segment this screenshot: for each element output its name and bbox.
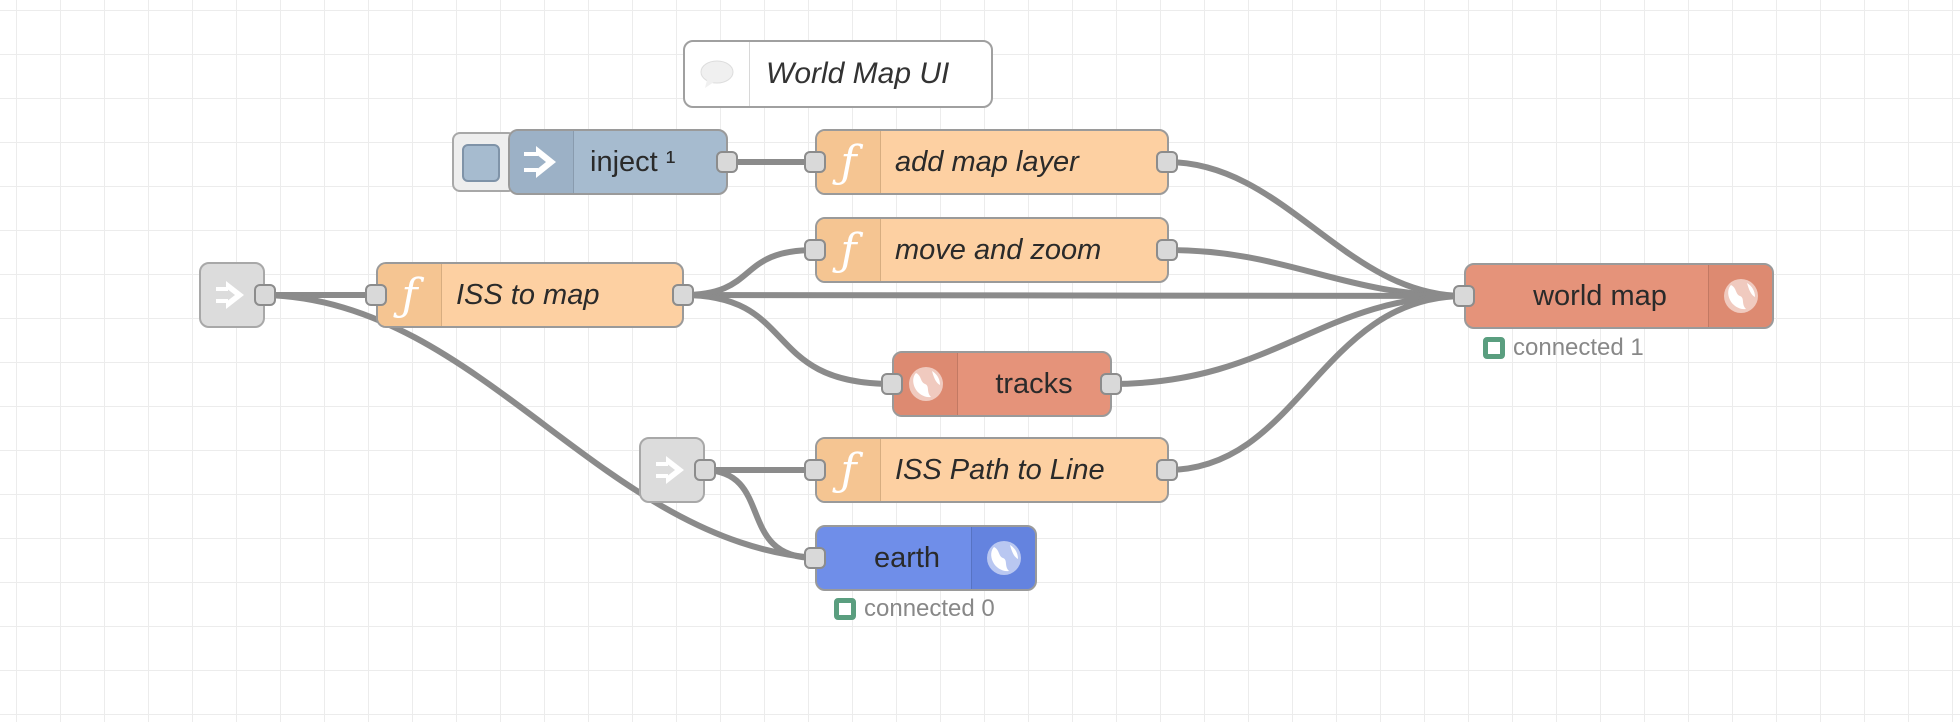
- iss-path-to-line-input-port[interactable]: [804, 459, 826, 481]
- move-and-zoom-icon-box: ƒ: [817, 219, 881, 281]
- iss-to-map-input-port[interactable]: [365, 284, 387, 306]
- move-and-zoom-node[interactable]: ƒ move and zoom: [815, 217, 1169, 283]
- comment-icon-box: [685, 42, 750, 106]
- inject-output-port[interactable]: [716, 151, 738, 173]
- add-map-layer-node[interactable]: ƒ add map layer: [815, 129, 1169, 195]
- inject-trigger-button[interactable]: [452, 132, 516, 192]
- comment-node[interactable]: World Map UI: [683, 40, 993, 108]
- status-ring-icon: [834, 598, 856, 620]
- globe-icon: [908, 367, 943, 401]
- add-map-layer-icon-box: ƒ: [817, 131, 881, 193]
- wire-add-map-layer-to-world-map[interactable]: [1164, 159, 1467, 299]
- globe-icon: [1723, 279, 1758, 313]
- wire-iss-to-map-to-world-map[interactable]: [680, 292, 1467, 299]
- iss-to-map-node[interactable]: ƒ ISS to map: [376, 262, 684, 328]
- function-icon: ƒ: [840, 444, 857, 496]
- iss-to-map-output-port[interactable]: [672, 284, 694, 306]
- tracks-node[interactable]: tracks: [892, 351, 1112, 417]
- wire-iss-to-map-to-move-and-zoom[interactable]: [680, 247, 818, 298]
- world-map-node[interactable]: world map: [1464, 263, 1774, 329]
- function-icon: ƒ: [401, 269, 418, 321]
- function-icon: ƒ: [840, 224, 857, 276]
- status-ring-icon: [1483, 337, 1505, 359]
- tracks-label: tracks: [995, 367, 1073, 400]
- add-map-layer-output-port[interactable]: [1156, 151, 1178, 173]
- add-map-layer-input-port[interactable]: [804, 151, 826, 173]
- earth-icon-box: [971, 527, 1035, 589]
- inject-icon-box: [510, 131, 574, 193]
- function-icon: ƒ: [840, 136, 857, 188]
- inject-label: inject ¹: [590, 145, 676, 178]
- iss-path-to-line-node[interactable]: ƒ ISS Path to Line: [815, 437, 1169, 503]
- world-map-input-port[interactable]: [1453, 285, 1475, 307]
- earth-node[interactable]: earth: [815, 525, 1037, 591]
- iss-path-to-line-label: ISS Path to Line: [895, 453, 1105, 486]
- link-in-2-output-port[interactable]: [694, 459, 716, 481]
- wire-link-in-to-earth[interactable]: [262, 292, 818, 561]
- comment-icon: [700, 60, 734, 88]
- iss-to-map-icon-box: ƒ: [378, 264, 442, 326]
- inject-trigger-square: [462, 144, 500, 182]
- wire-link-in-2-to-earth[interactable]: [702, 467, 818, 561]
- move-and-zoom-input-port[interactable]: [804, 239, 826, 261]
- link-in-icon: [216, 281, 244, 309]
- wire-tracks-to-world-map[interactable]: [1108, 293, 1467, 387]
- iss-path-to-line-output-port[interactable]: [1156, 459, 1178, 481]
- inject-arrow-icon: [523, 146, 556, 178]
- iss-path-to-line-icon-box: ƒ: [817, 439, 881, 501]
- globe-icon: [986, 541, 1021, 575]
- tracks-input-port[interactable]: [881, 373, 903, 395]
- earth-label: earth: [873, 541, 941, 574]
- link-in-icon: [656, 456, 684, 484]
- world-map-icon-box: [1708, 265, 1772, 327]
- tracks-output-port[interactable]: [1100, 373, 1122, 395]
- add-map-layer-label: add map layer: [895, 145, 1079, 178]
- wire-iss-to-map-to-tracks[interactable]: [680, 292, 895, 387]
- move-and-zoom-output-port[interactable]: [1156, 239, 1178, 261]
- tracks-icon-box: [894, 353, 958, 415]
- move-and-zoom-label: move and zoom: [895, 233, 1102, 266]
- world-map-status: connected 1: [1483, 334, 1644, 362]
- iss-to-map-label: ISS to map: [456, 278, 600, 311]
- earth-status: connected 0: [834, 595, 995, 623]
- earth-input-port[interactable]: [804, 547, 826, 569]
- world-map-status-text: connected 1: [1513, 334, 1644, 361]
- link-in-output-port[interactable]: [254, 284, 276, 306]
- inject-node[interactable]: inject ¹: [508, 129, 728, 195]
- world-map-label: world map: [1533, 279, 1667, 312]
- comment-label: World Map UI: [766, 57, 950, 90]
- earth-status-text: connected 0: [864, 595, 995, 622]
- wire-path-to-line-to-world-map[interactable]: [1164, 293, 1467, 473]
